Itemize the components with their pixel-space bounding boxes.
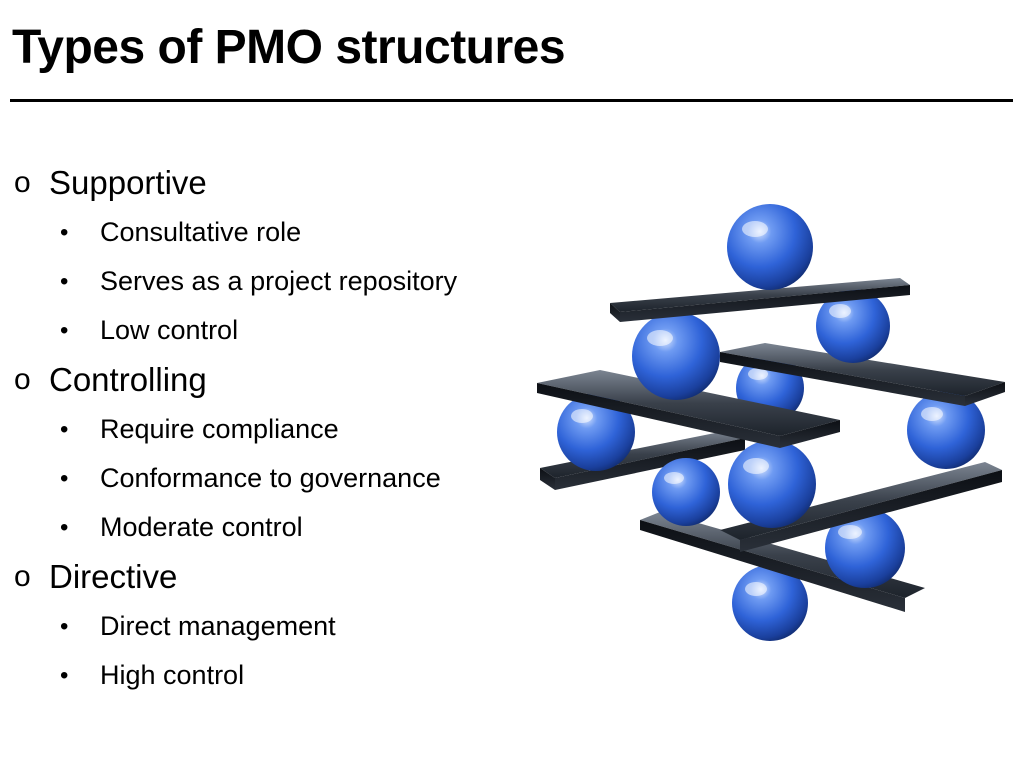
sphere xyxy=(907,391,985,469)
list-item-label: Consultative role xyxy=(100,217,302,247)
list-item-label: Moderate control xyxy=(100,512,303,542)
sphere xyxy=(632,312,720,400)
bullet-icon: • xyxy=(60,317,69,344)
list-item: • Low control xyxy=(0,306,540,355)
bullet-icon: • xyxy=(60,416,69,443)
bullet-icon: • xyxy=(60,268,69,295)
section-label: Directive xyxy=(49,558,178,595)
balanced-spheres-and-planks-icon xyxy=(537,204,1005,641)
bullet-icon: • xyxy=(60,613,69,640)
section-label: Controlling xyxy=(49,361,207,398)
list-item: • High control xyxy=(0,651,540,700)
sphere xyxy=(816,289,890,363)
list-item-label: Low control xyxy=(100,315,239,345)
bullet-icon: • xyxy=(60,514,69,541)
bullet-icon: • xyxy=(60,219,69,246)
plank xyxy=(537,370,840,448)
sphere xyxy=(557,393,635,471)
list-item: • Moderate control xyxy=(0,503,540,552)
list-item-label: Serves as a project repository xyxy=(100,266,458,296)
title-divider xyxy=(10,99,1013,102)
section-label: Supportive xyxy=(49,164,207,201)
section-supportive: o Supportive xyxy=(0,158,540,208)
slide-title: Types of PMO structures xyxy=(12,21,566,74)
section-controlling: o Controlling xyxy=(0,355,540,405)
plank xyxy=(720,343,1005,406)
sphere xyxy=(732,565,808,641)
hollow-circle-bullet-icon: o xyxy=(14,560,31,593)
bullet-icon: • xyxy=(60,465,69,492)
plank xyxy=(610,278,910,322)
bullet-icon: • xyxy=(60,662,69,689)
hollow-circle-bullet-icon: o xyxy=(14,166,31,199)
bullet-list: o Supportive • Consultative role • Serve… xyxy=(0,158,540,700)
list-item: • Direct management xyxy=(0,602,540,651)
sphere xyxy=(825,508,905,588)
list-item-label: Require compliance xyxy=(100,414,339,444)
section-directive: o Directive xyxy=(0,552,540,602)
list-item-label: Conformance to governance xyxy=(100,463,441,493)
list-item: • Require compliance xyxy=(0,405,540,454)
sphere xyxy=(652,458,720,526)
list-item: • Consultative role xyxy=(0,208,540,257)
sphere xyxy=(728,440,816,528)
list-item-label: High control xyxy=(100,660,245,690)
hollow-circle-bullet-icon: o xyxy=(14,363,31,396)
list-item: • Serves as a project repository xyxy=(0,257,540,306)
list-item: • Conformance to governance xyxy=(0,454,540,503)
list-item-label: Direct management xyxy=(100,611,336,641)
sphere xyxy=(727,204,813,290)
